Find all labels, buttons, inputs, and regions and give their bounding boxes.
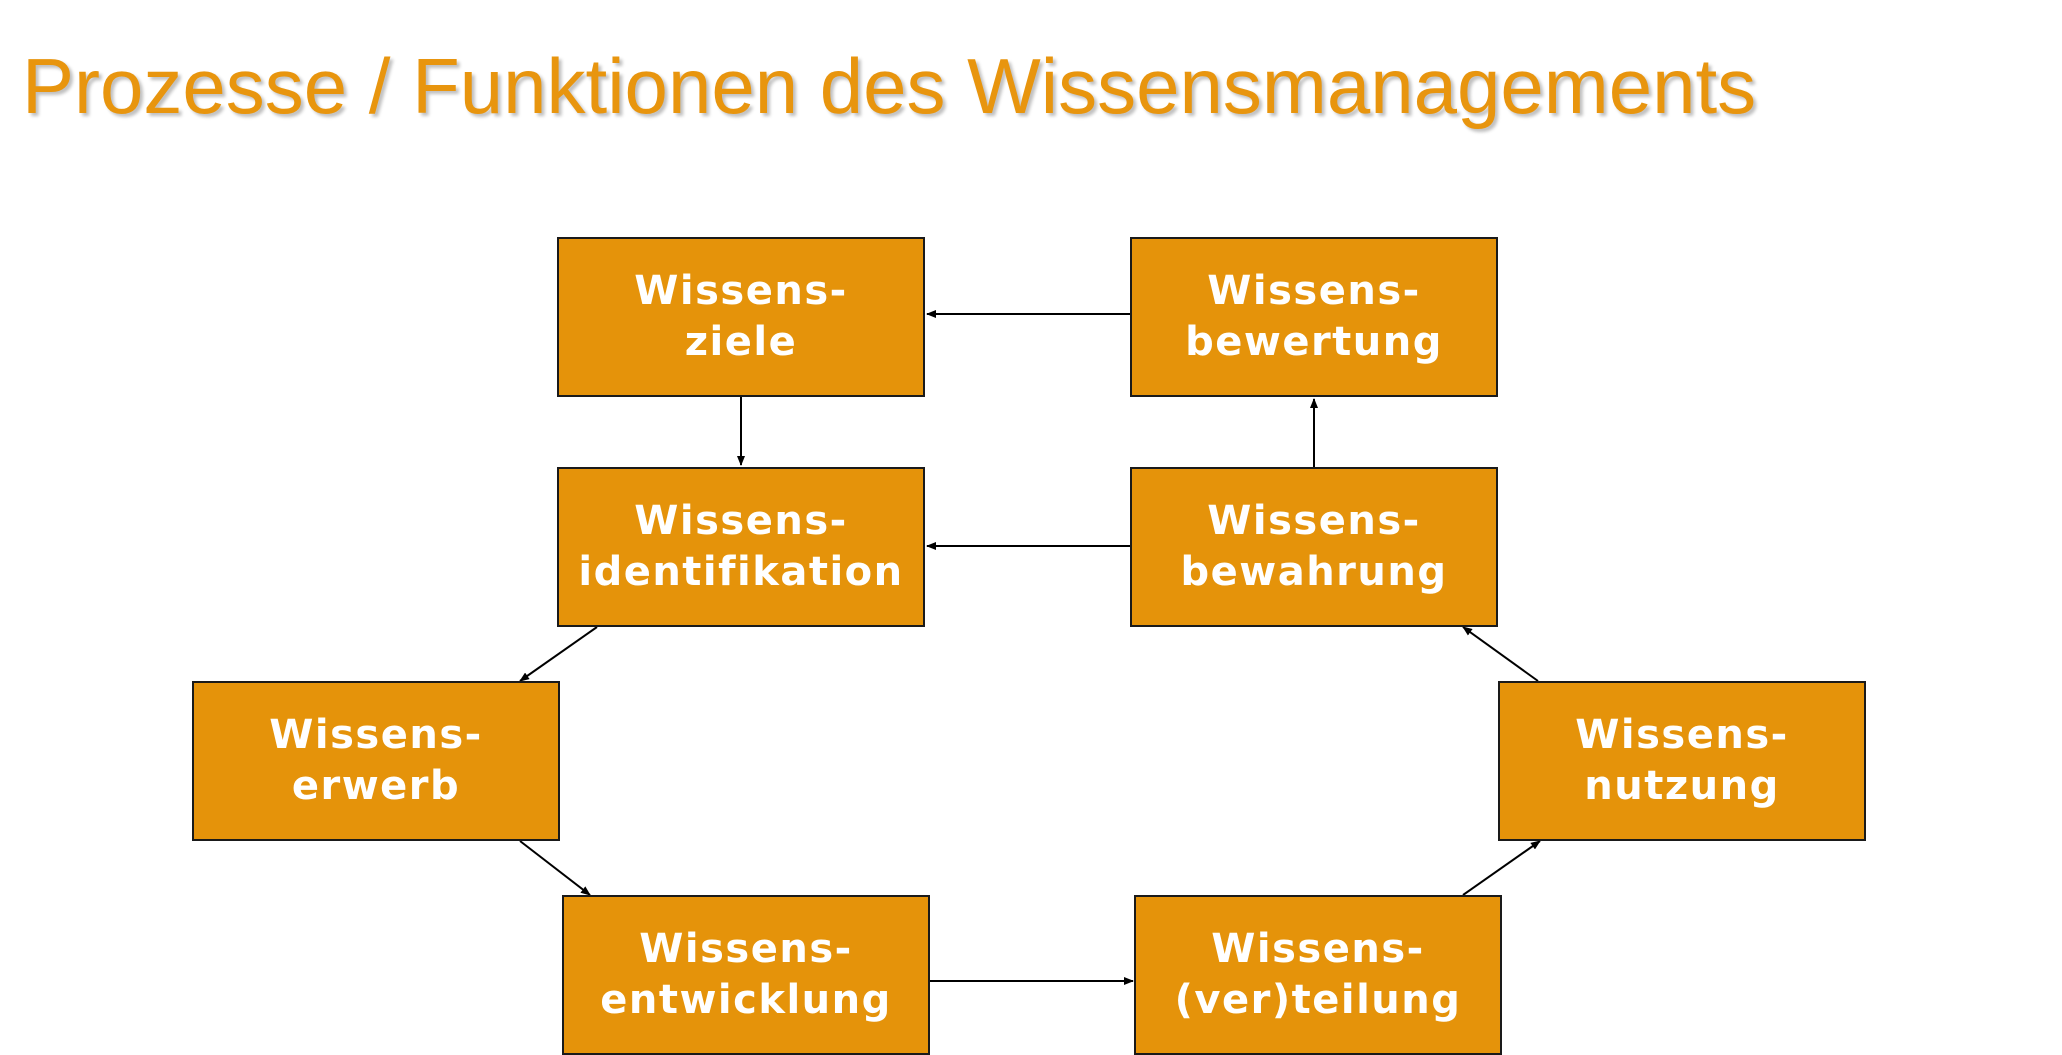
box-line-2: (ver)teilung [1174, 977, 1462, 1023]
box-line-2: nutzung [1584, 763, 1780, 809]
box-wissensverteilung: Wissens- (ver)teilung [1134, 895, 1502, 1055]
box-line-2: erwerb [291, 763, 461, 809]
box-line-1: Wissens- [634, 267, 848, 314]
box-wissensbewahrung: Wissens- bewahrung [1130, 467, 1498, 627]
box-line-2: entwicklung [600, 977, 892, 1023]
box-line-1: Wissens- [634, 497, 848, 544]
box-line-2: identifikation [578, 549, 904, 595]
page-title: Prozesse / Funktionen des Wissensmanagem… [22, 42, 1757, 130]
box-line-2: ziele [684, 319, 798, 365]
box-line-1: Wissens- [1207, 267, 1421, 314]
box-line-1: Wissens- [1575, 711, 1789, 758]
box-line-1: Wissens- [1211, 925, 1425, 972]
box-wissensidentifikation: Wissens- identifikation [557, 467, 925, 627]
box-line-1: Wissens- [269, 711, 483, 758]
box-line-1: Wissens- [639, 925, 853, 972]
arrow-erwerb-to-entwicklung [519, 840, 591, 896]
box-line-1: Wissens- [1207, 497, 1421, 544]
box-line-2: bewertung [1185, 319, 1443, 365]
arrow-identifikation-to-erwerb [519, 626, 598, 682]
box-wissensnutzung: Wissens- nutzung [1498, 681, 1866, 841]
arrow-nutzung-to-bewahrung [1462, 626, 1539, 682]
box-line-2: bewahrung [1180, 549, 1448, 595]
box-wissenserwerb: Wissens- erwerb [192, 681, 560, 841]
box-wissensentwicklung: Wissens- entwicklung [562, 895, 930, 1055]
arrow-verteilung-to-nutzung [1462, 840, 1541, 896]
box-wissensziele: Wissens- ziele [557, 237, 925, 397]
box-wissensbewertung: Wissens- bewertung [1130, 237, 1498, 397]
